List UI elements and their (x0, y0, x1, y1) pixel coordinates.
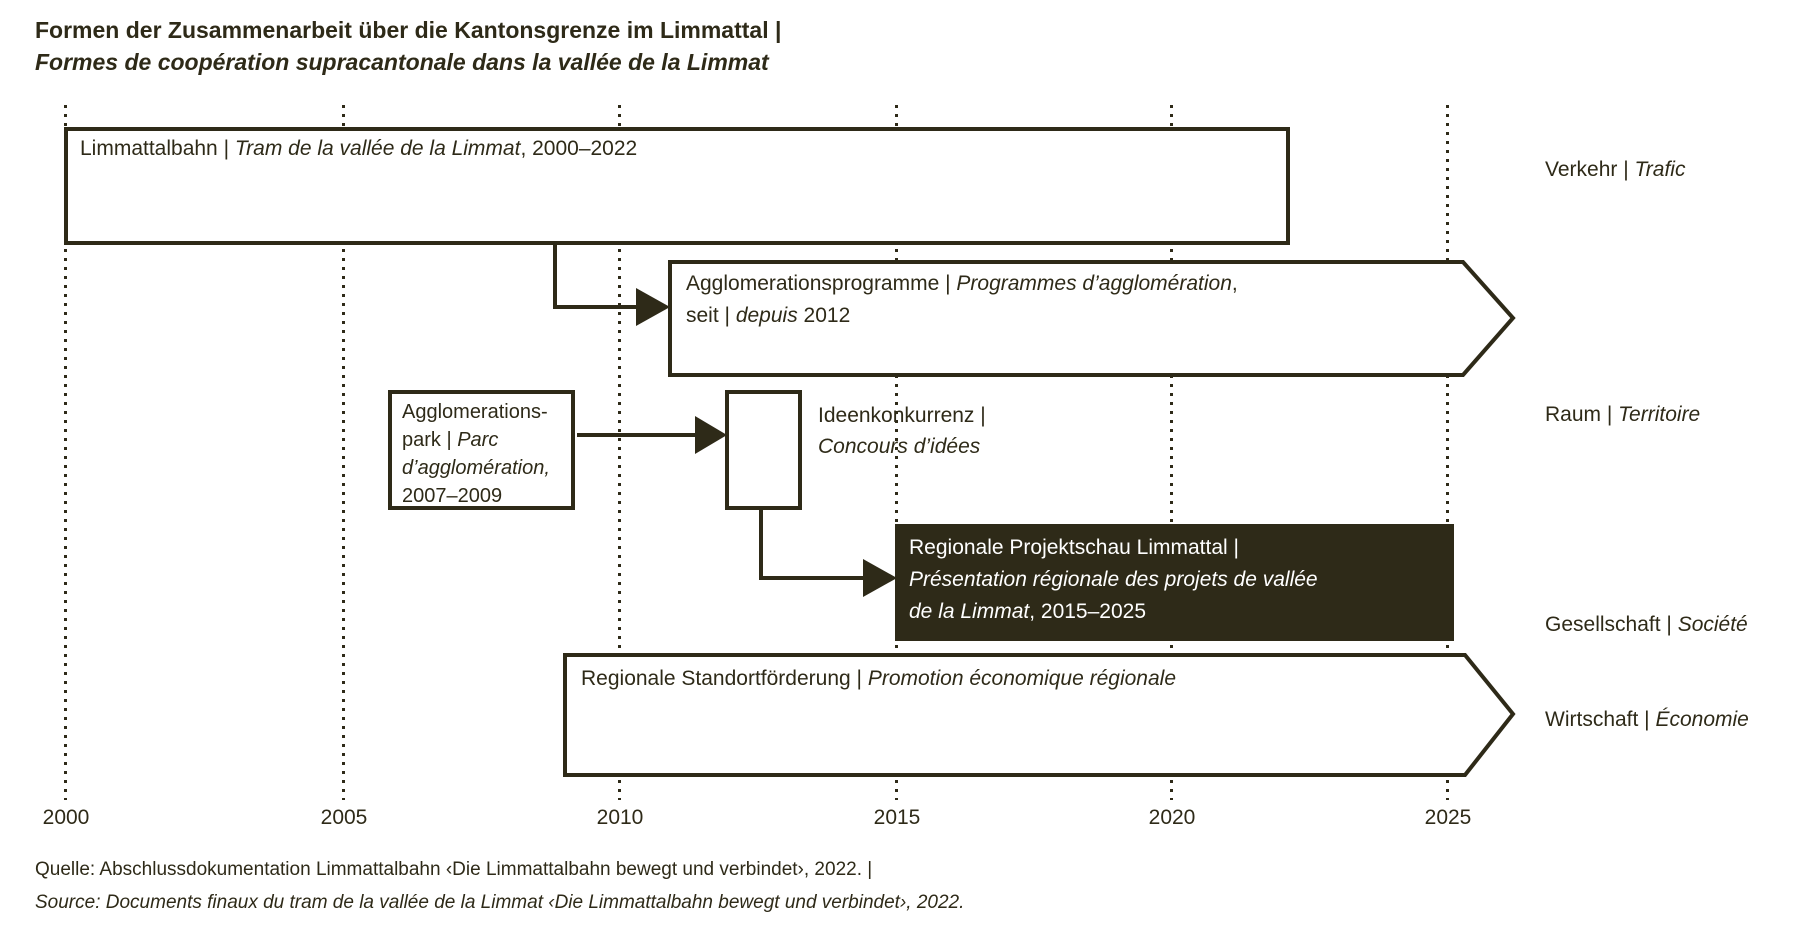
category-gesellschaft: Gesellschaft | Société (1545, 613, 1748, 636)
bar-agglomerationspark: Agglomerations- park | Parc d’agglomérat… (388, 390, 575, 510)
page-title-fr: Formes de coopération supracantonale dan… (35, 49, 769, 75)
connector-ideenkonkurrenz-to-projektschau (759, 508, 897, 597)
gridline-2020 (1170, 105, 1173, 800)
gridline-2025 (1446, 105, 1449, 800)
axis-year-2010: 2010 (596, 806, 644, 829)
bar-standortfoerderung-shape (563, 653, 1516, 777)
gridline-2015 (895, 105, 898, 800)
bar-limmattalbahn-label: Limmattalbahn | Tram de la vallée de la … (80, 137, 638, 160)
page-title: Formen der Zusammenarbeit über die Kanto… (35, 14, 781, 78)
connector-park-to-ideenkonkurrenz (577, 416, 727, 454)
bar-ideenkonkurrenz (725, 390, 802, 510)
bar-limmattalbahn: Limmattalbahn | Tram de la vallée de la … (64, 127, 1290, 245)
bar-agglomerationsprogramme-shape (668, 260, 1516, 377)
page-title-de: Formen der Zusammenarbeit über die Kanto… (35, 17, 782, 43)
connector-limmattalbahn-to-agglomerationsprogramme (553, 245, 670, 326)
source-fr: Source: Documents finaux du tram de la v… (35, 892, 965, 913)
axis-year-2005: 2005 (320, 806, 368, 829)
arrowhead-right-icon (863, 559, 897, 597)
category-verkehr: Verkehr | Trafic (1545, 158, 1686, 181)
bar-agglomerationsprogramme-label: Agglomerationsprogramme | Programmes d’a… (686, 272, 1238, 327)
gridline-2010 (618, 105, 621, 800)
arrowhead-right-icon (636, 288, 670, 326)
label-ideenkonkurrenz: Ideenkonkurrenz | Concours d’idées (818, 404, 986, 458)
bar-standortfoerderung-label: Regionale Standortförderung | Promotion … (581, 667, 1177, 690)
arrowhead-right-icon (695, 416, 727, 454)
arrow-bar-shape (668, 260, 1516, 377)
gridline-2000 (64, 105, 67, 800)
arrow-bar-shape (563, 653, 1516, 777)
source-note: Quelle: Abschlussdokumentation Limmattal… (35, 853, 964, 919)
axis-year-2015: 2015 (873, 806, 921, 829)
axis-year-2020: 2020 (1148, 806, 1196, 829)
source-de: Quelle: Abschlussdokumentation Limmattal… (35, 859, 873, 880)
axis-year-2000: 2000 (42, 806, 90, 829)
category-wirtschaft: Wirtschaft | Économie (1545, 708, 1749, 731)
category-raum: Raum | Territoire (1545, 403, 1701, 426)
axis-year-2025: 2025 (1424, 806, 1472, 829)
bar-projektschau: Regionale Projektschau Limmattal | Prése… (895, 524, 1454, 641)
gridline-2005 (342, 105, 345, 800)
